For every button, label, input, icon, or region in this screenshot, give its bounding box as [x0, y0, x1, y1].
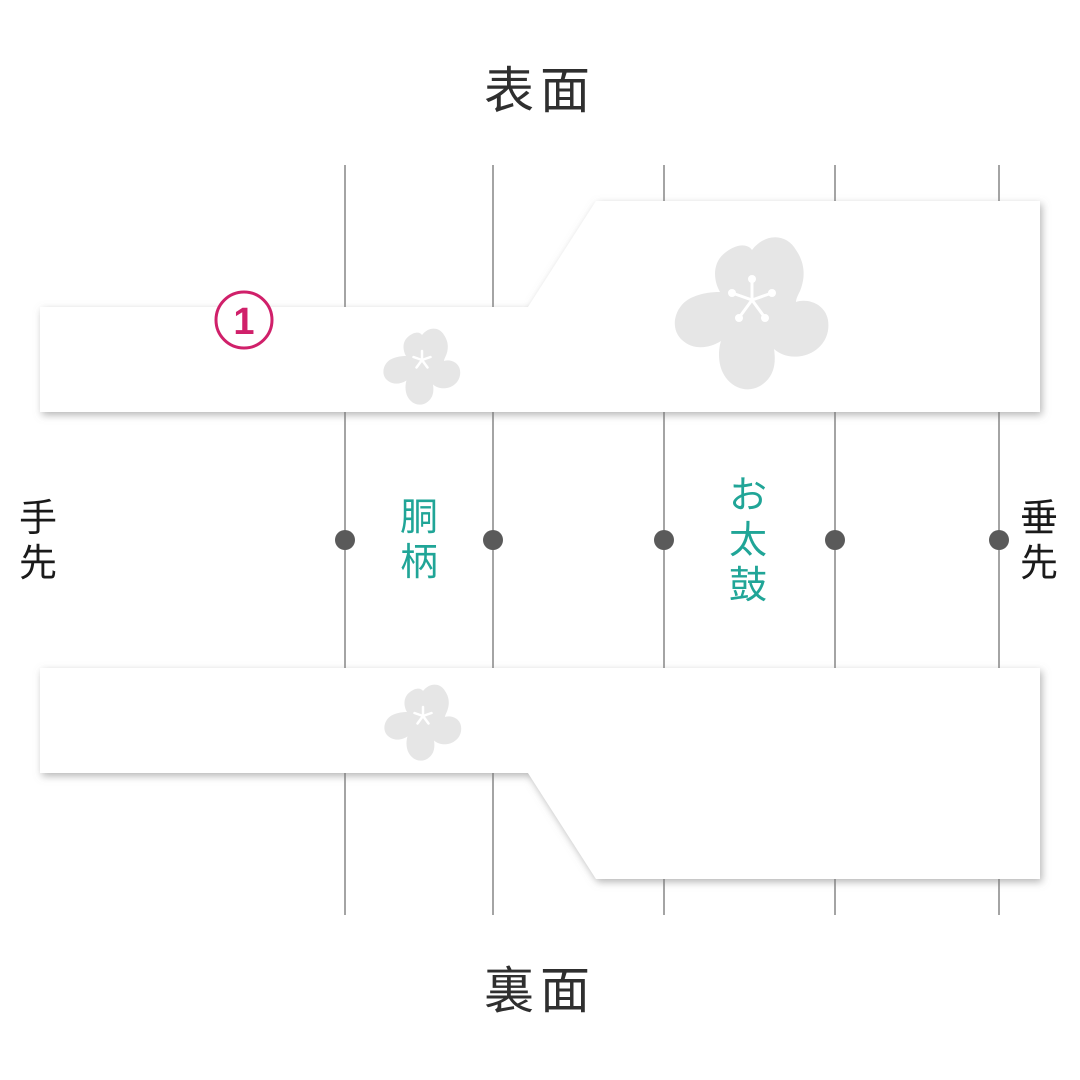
otaiko-section-label: お 太 鼓 — [728, 473, 767, 607]
tesaki-label: 手 先 — [18, 496, 57, 585]
sakura-icon — [384, 684, 462, 761]
tareaki-label: 垂 先 — [1019, 496, 1058, 585]
section-node-dot — [483, 530, 503, 550]
dogara-section-label: 胴 柄 — [399, 495, 438, 584]
section-nodes — [335, 530, 1009, 550]
sakura-icon — [383, 328, 461, 405]
front-side-title: 表面 — [484, 62, 596, 120]
section-node-dot — [654, 530, 674, 550]
front-obi-band — [40, 201, 1040, 412]
back-obi-band — [40, 668, 1040, 879]
section-node-dot — [335, 530, 355, 550]
step-marker-number: 1 — [233, 301, 254, 343]
sakura-icon — [674, 237, 829, 390]
back-side-title: 裏面 — [484, 962, 596, 1020]
section-node-dot — [825, 530, 845, 550]
section-node-dot — [989, 530, 1009, 550]
step-marker-circle — [214, 290, 274, 350]
step-marker: 1 — [214, 290, 274, 350]
